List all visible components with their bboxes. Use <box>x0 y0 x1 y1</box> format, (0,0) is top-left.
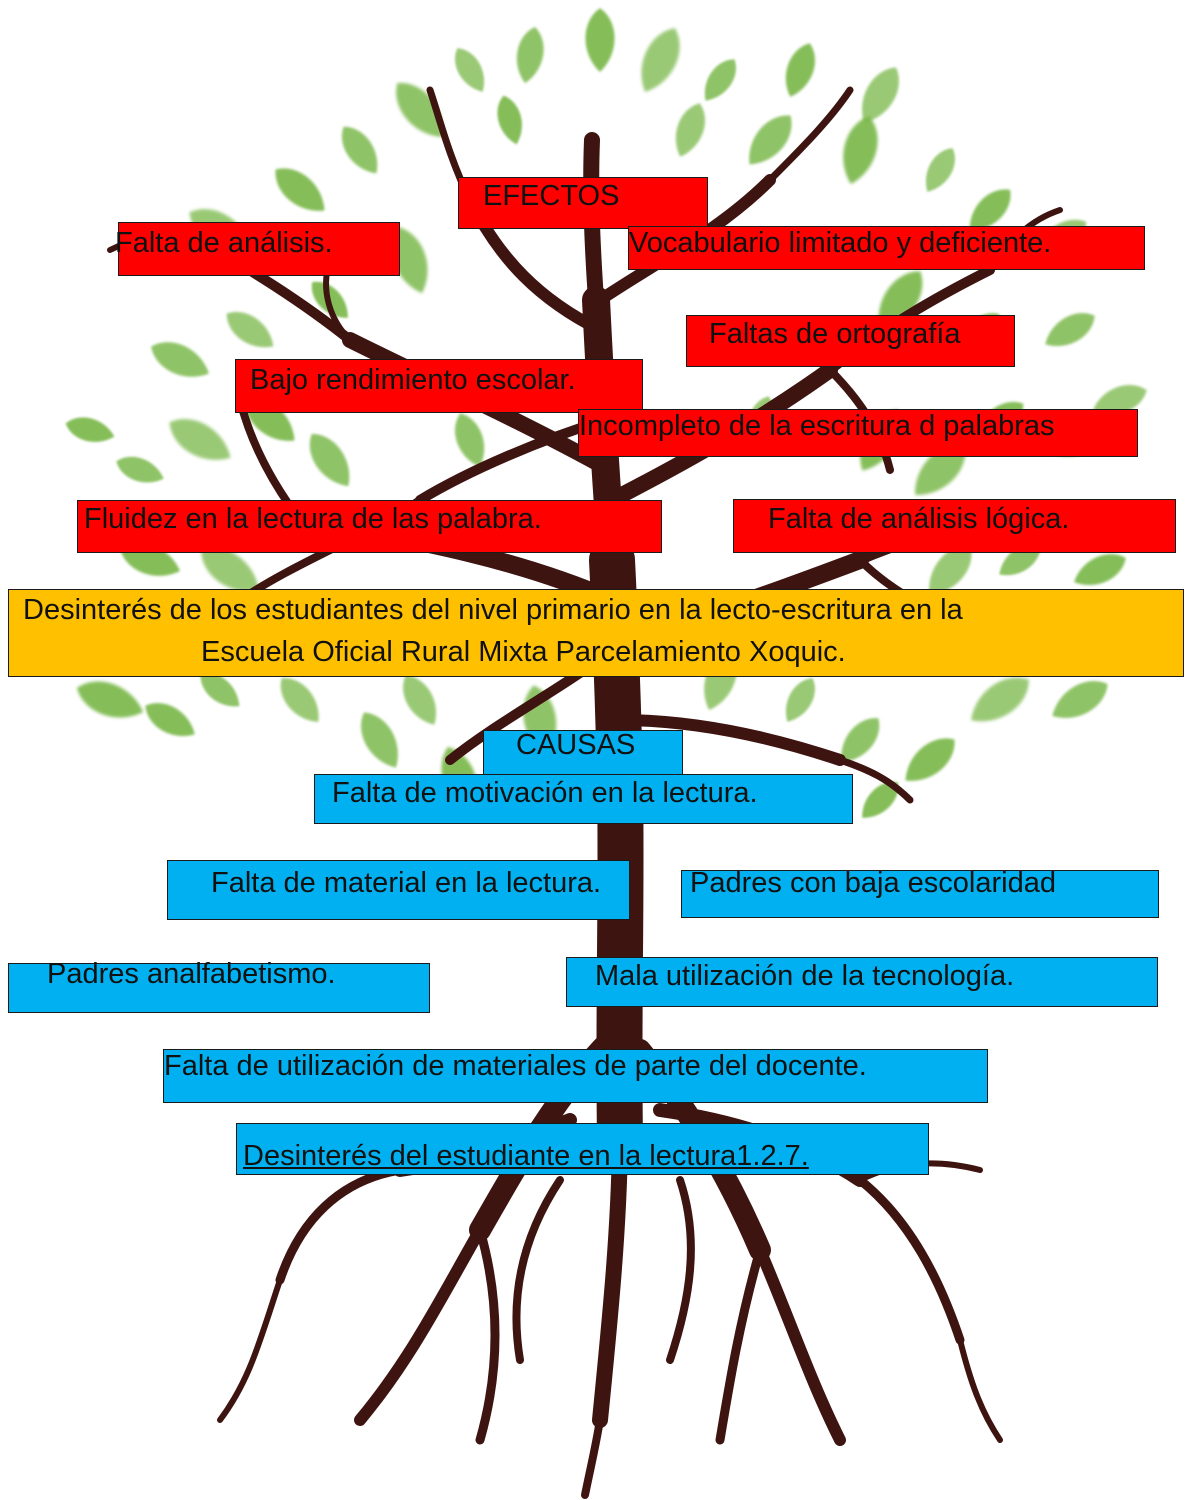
effect-label: Incompleto de la escritura d palabras <box>579 410 1055 442</box>
effect-label: Falta de análisis lógica. <box>768 503 1070 535</box>
cause-box-material: Falta de material en la lectura. <box>167 860 630 920</box>
cause-label: Desinterés del estudiante en la lectura1… <box>243 1140 809 1172</box>
leaf <box>835 111 885 189</box>
causes-heading-box: CAUSAS <box>483 729 683 780</box>
leaf <box>266 158 334 222</box>
cause-box-parents-schooling: Padres con baja escolaridad <box>681 867 1159 918</box>
leaf <box>512 24 548 86</box>
cause-box-teacher-materials: Falta de utilización de materiales de pa… <box>163 1049 988 1103</box>
leaf <box>851 60 909 130</box>
effect-label: Fluidez en la lectura de las palabra. <box>84 503 542 535</box>
effect-label: Falta de análisis. <box>115 227 333 259</box>
leaf <box>738 106 802 174</box>
leaf <box>394 668 446 732</box>
leaf <box>854 774 906 826</box>
leaf <box>144 333 216 387</box>
effect-box-analysis: Falta de análisis. <box>115 222 400 276</box>
effect-label: Bajo rendimiento escolar. <box>250 364 576 396</box>
cause-label: Padres analfabetismo. <box>47 958 336 990</box>
effect-box-vocabulary: Vocabulario limitado y deficiente. <box>628 226 1145 270</box>
effect-box-fluency: Fluidez en la lectura de las palabra. <box>77 500 662 553</box>
leaf <box>668 98 712 162</box>
cause-label: Padres con baja escolaridad <box>690 867 1056 899</box>
leaf <box>332 119 388 181</box>
leaf <box>778 38 822 102</box>
leaf <box>777 672 823 728</box>
leaf <box>896 728 964 792</box>
leaf <box>112 450 168 490</box>
effect-box-logical-analysis: Falta de análisis lógica. <box>733 499 1176 553</box>
cause-box-student-disinterest: Desinterés del estudiante en la lectura1… <box>236 1123 929 1175</box>
effect-label: Faltas de ortografía <box>709 318 961 350</box>
leaf <box>1068 546 1132 594</box>
leaf <box>917 142 963 198</box>
leaf <box>1045 671 1115 729</box>
effect-label: Vocabulario limitado y deficiente. <box>629 227 1052 259</box>
cause-box-technology: Mala utilización de la tecnología. <box>566 957 1158 1007</box>
cause-label: Falta de motivación en la lectura. <box>332 777 758 809</box>
effects-heading: EFECTOS <box>483 180 620 212</box>
cause-box-parents-illiteracy: Padres analfabetismo. <box>8 958 430 1013</box>
central-problem-box: Desinterés de los estudiantes del nivel … <box>8 589 1184 677</box>
leaf <box>219 302 281 358</box>
leaf <box>71 672 149 728</box>
leaf <box>492 92 528 148</box>
leaf <box>351 705 409 775</box>
cause-label: Mala utilización de la tecnología. <box>595 960 1015 992</box>
leaf <box>1038 304 1102 356</box>
leaf <box>271 669 329 731</box>
cause-box-motivation: Falta de motivación en la lectura. <box>314 774 853 824</box>
effect-box-low-performance: Bajo rendimiento escolar. <box>235 359 643 413</box>
central-problem-line-2: Escuela Oficial Rural Mixta Parcelamient… <box>201 636 846 668</box>
cause-label: Falta de material en la lectura. <box>211 867 602 899</box>
leaf <box>585 8 615 72</box>
effects-heading-box: EFECTOS <box>458 177 708 229</box>
cause-label: Falta de utilización de materiales de pa… <box>164 1050 867 1082</box>
leaf <box>138 694 202 746</box>
leaf <box>299 425 361 495</box>
central-problem-line-1: Desinterés de los estudiantes del nivel … <box>23 594 963 626</box>
causes-heading: CAUSAS <box>516 729 636 761</box>
leaf <box>161 408 239 472</box>
effect-box-spelling: Faltas de ortografía <box>686 315 1015 367</box>
leaf <box>696 52 744 108</box>
leaf <box>447 42 493 98</box>
leaf <box>630 21 690 99</box>
leaf <box>62 412 118 448</box>
effect-box-incomplete-writing: Incompleto de la escritura d palabras <box>578 409 1138 457</box>
